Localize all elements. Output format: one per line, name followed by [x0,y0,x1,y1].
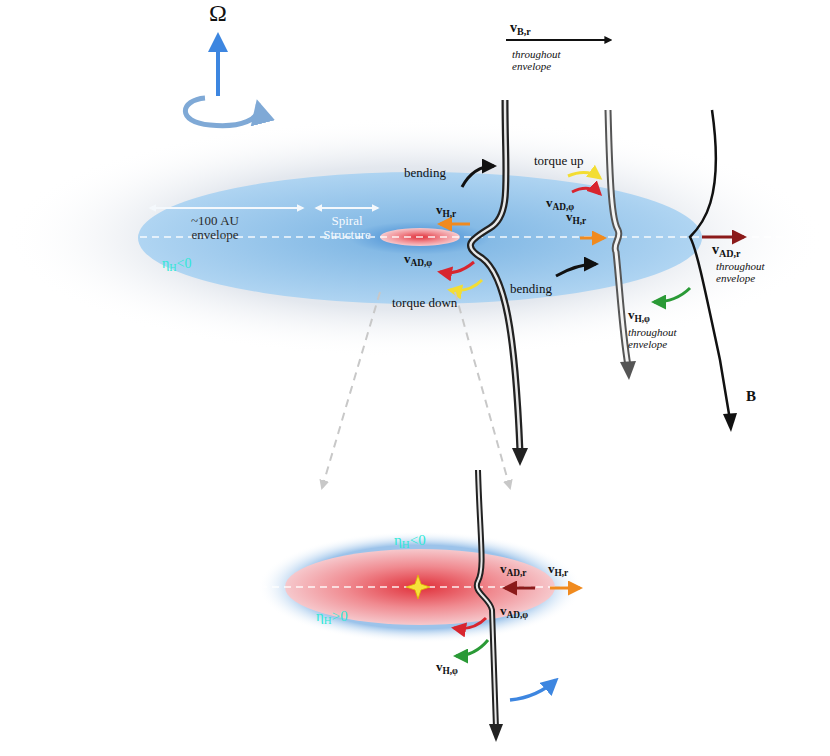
envelope-glow [5,118,825,358]
resistivity-label: ηH<0 [394,532,426,551]
note: throughout envelope [512,48,576,72]
vector-label: vB,r [510,20,531,37]
scale-label: ~100 AU envelope [175,214,255,243]
rotation-arrow [510,680,556,700]
bending-arrow [462,166,494,187]
vector-label: vAD,φ [500,604,528,620]
scale-arrow [316,207,378,209]
torque-arrow [568,172,600,178]
field-label: B [746,388,756,405]
vector-arrow [506,39,610,41]
process-label: torque up [534,154,583,168]
vector-label: vH,r [566,210,586,226]
axis-symbol: Ω [209,0,227,26]
vector-label: vAD,r [712,242,741,259]
vector-label: vAD,r [500,562,526,578]
vector-arrow [572,188,600,194]
note: throughout envelope [628,326,692,350]
process-label: bending [404,166,446,180]
scale-arrow [150,207,303,209]
region-label: Spiral Structure [314,214,380,243]
note: throughout envelope [716,260,780,284]
zoom-line [455,292,510,488]
process-label: torque down [392,296,457,310]
protostar [406,575,430,599]
vector-label: vH,φ [628,308,650,324]
bending-arrow [556,264,596,276]
vector-label: vH,φ [436,660,458,676]
vector-arrow [454,618,486,629]
vector-arrow [702,236,744,239]
inner-disk-envelope [258,531,582,643]
vector-label: vH,r [548,562,568,578]
vector-arrow [550,587,580,590]
rotation-arrow [185,98,258,126]
zoom-line [322,292,380,488]
field-line [477,470,503,742]
vector-label: vH,r [436,203,456,219]
rotation-axis [216,36,220,96]
vector-arrow [440,223,470,226]
vector-arrow [440,262,474,273]
vector-arrow [580,237,604,240]
torque-arrow [450,280,482,291]
vector-label: vAD,φ [404,252,432,268]
resistivity-label: ηH<0 [162,256,192,273]
resistivity-label: ηH>0 [316,608,348,627]
vector-arrow [654,288,690,302]
vector-arrow [505,587,535,590]
process-label: bending [510,282,552,296]
vector-arrow [456,640,488,656]
